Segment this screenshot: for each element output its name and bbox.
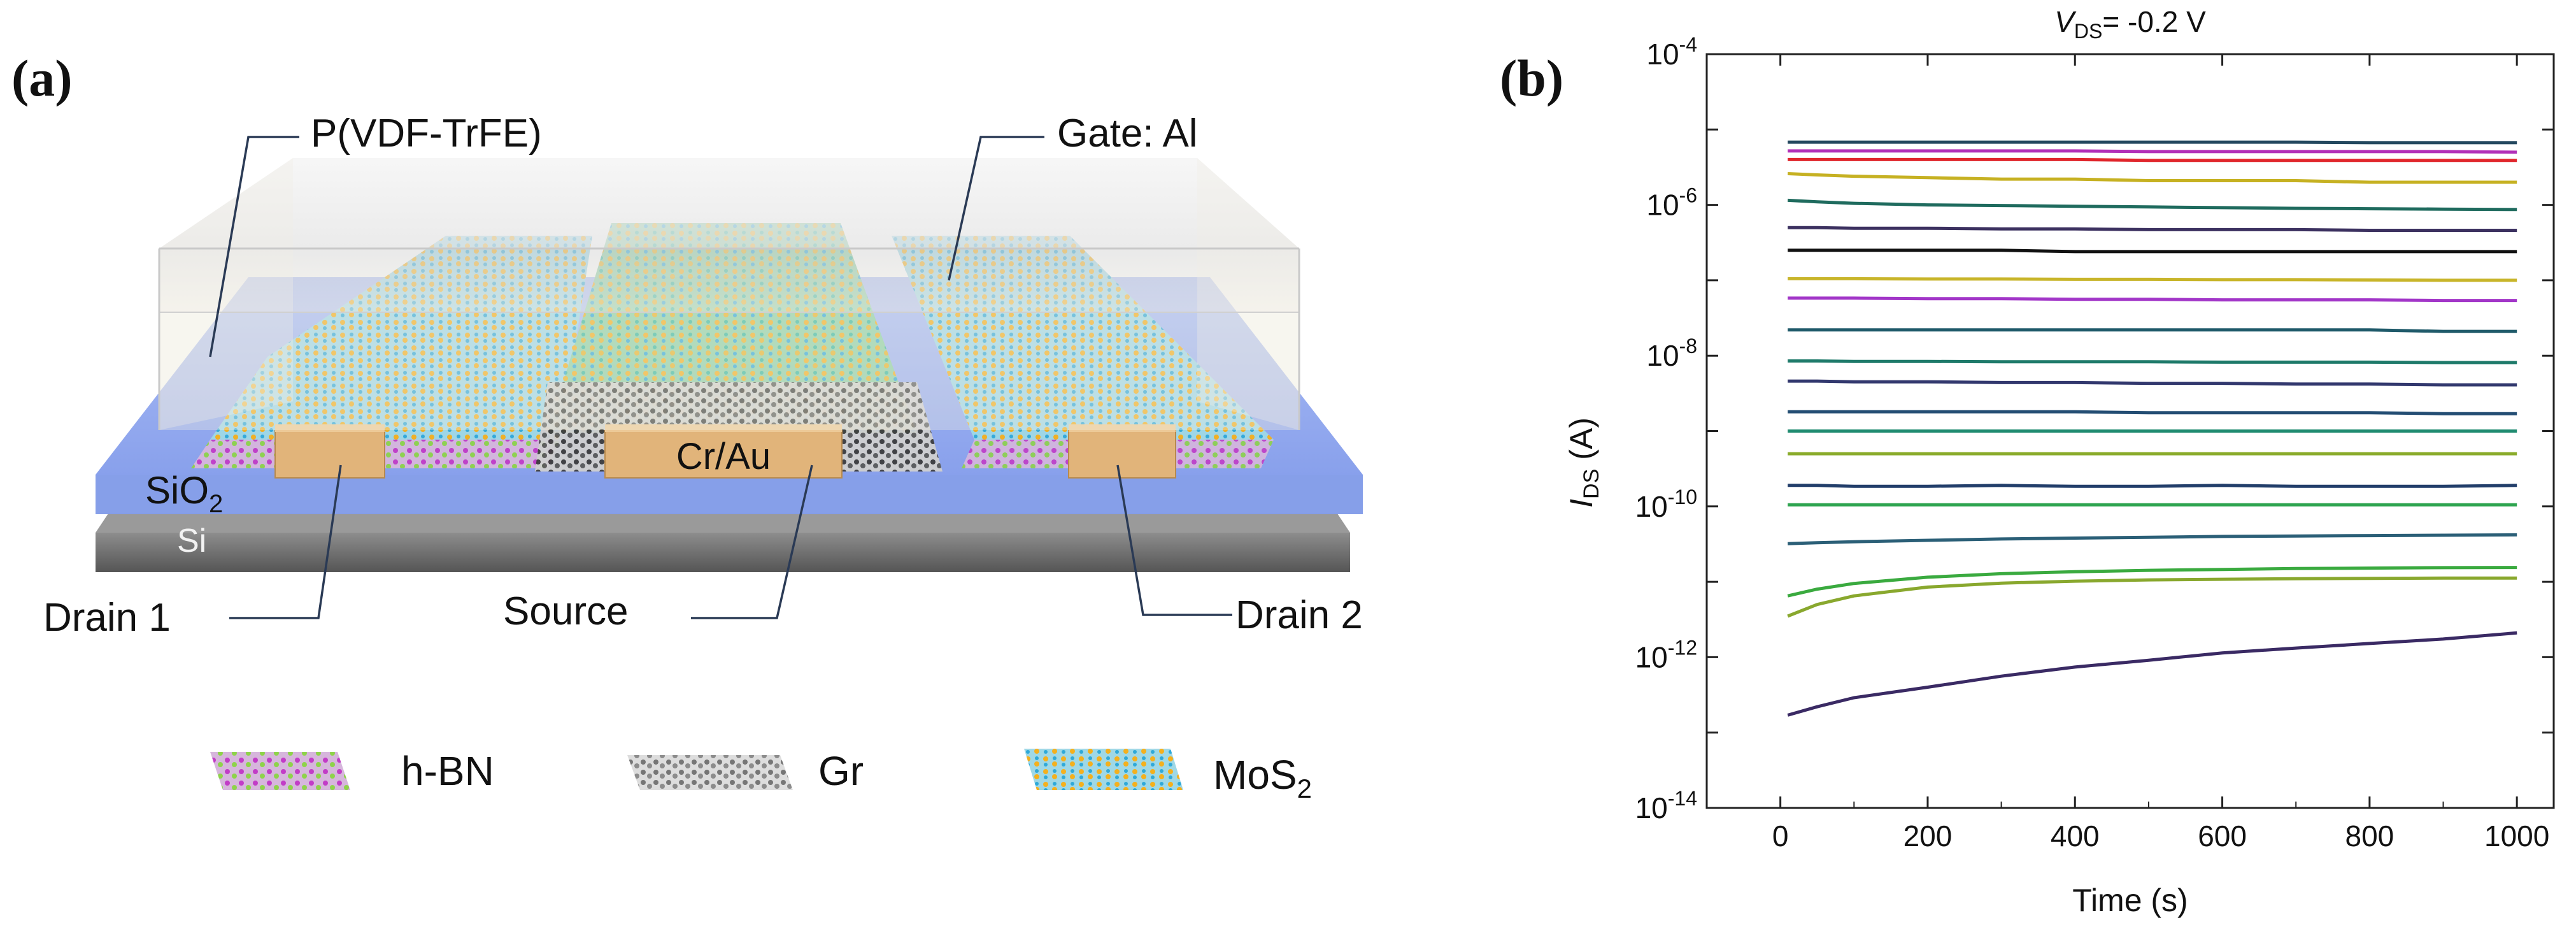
series-line-12 [1788,379,2517,387]
y-tick-label: 10-4 [1646,33,1697,71]
series-line-8 [1788,277,2517,282]
polymer-callout-line [209,136,299,357]
series-line-11 [1788,359,2517,364]
series-line-20 [1787,576,2517,618]
series-line-19 [1787,566,2517,598]
y-axis-label: IDS (A) [1563,417,1604,508]
series-line-21 [1787,631,2517,717]
x-tick-label: 400 [2051,819,2100,853]
source-label: Source [503,589,628,633]
x-axis-label: Time (s) [2072,882,2188,918]
series-line-13 [1788,410,2517,415]
chart-plot: 0 200 400 600 800 1000 10-4 10-6 10-8 10-10 10-12 1… [1635,33,2555,853]
panel-a-label: (a) [11,49,73,107]
legend-label-hbn: h-BN [401,748,494,794]
legend-item-gr: Gr [627,748,864,794]
series-line-4 [1788,172,2517,184]
y-tick-label: 10-10 [1635,486,1697,523]
sio2-label: SiO2 [145,469,223,518]
si-label: Si [177,522,206,559]
legend-label-gr: Gr [818,748,864,794]
series-line-5 [1788,198,2517,212]
series-line-10 [1788,328,2517,333]
drain1-electrode [274,424,385,479]
x-tick-label: 1000 [2484,819,2549,853]
panel-b-label: (b) [1500,49,1563,107]
series-line-1 [1788,140,2517,145]
hbn-lattice-icon [210,752,350,790]
polymer-label: P(VDF-TrFE) [311,112,542,155]
drain1-label: Drain 1 [43,596,171,640]
series-line-18 [1788,533,2517,545]
polymer-box [158,158,1300,430]
x-tick-label: 200 [1904,819,1953,853]
drain2-callout-line [1116,464,1232,616]
drain2-label: Drain 2 [1235,593,1363,637]
panel-b: (b) VDS= -0.2 V IDS (A) Time (s) 0 200 400… [1500,5,2555,918]
chart-title: VDS= -0.2 V [2054,5,2206,43]
y-tick-label: 10-8 [1646,335,1697,372]
material-legend: h-BN Gr MoS2 [210,748,1312,803]
drain1-callout-line [229,464,342,619]
si-substrate [96,514,1350,572]
electrodes: Cr/Au [274,424,1176,479]
source-electrode: Cr/Au [604,424,843,479]
x-tick-label: 800 [2345,819,2394,853]
x-tick-label: 0 [1772,819,1789,853]
legend-label-mos2: MoS2 [1213,752,1312,803]
y-tick-label: 10-12 [1635,636,1697,673]
drain2-electrode [1068,424,1176,479]
y-tick-label: 10-14 [1635,787,1697,825]
source-callout-line [691,464,813,619]
series-line-2 [1788,149,2517,154]
x-tick-label: 600 [2198,819,2247,853]
mos2-lattice-icon [1024,749,1183,790]
gate-label: Gate: Al [1057,112,1198,155]
panel-a: (a) Cr [11,49,1363,803]
y-tick-label: 10-6 [1646,184,1697,222]
graphene-lattice-icon [627,755,793,790]
series-line-9 [1788,296,2517,303]
callout-lines [209,136,1232,619]
series-line-3 [1788,157,2517,162]
legend-item-mos2: MoS2 [1024,749,1312,803]
electrode-material-label: Cr/Au [676,436,771,477]
series-line-6 [1788,226,2517,232]
series-line-7 [1788,248,2517,254]
gate-callout-line [948,136,1044,281]
legend-item-hbn: h-BN [210,748,494,794]
